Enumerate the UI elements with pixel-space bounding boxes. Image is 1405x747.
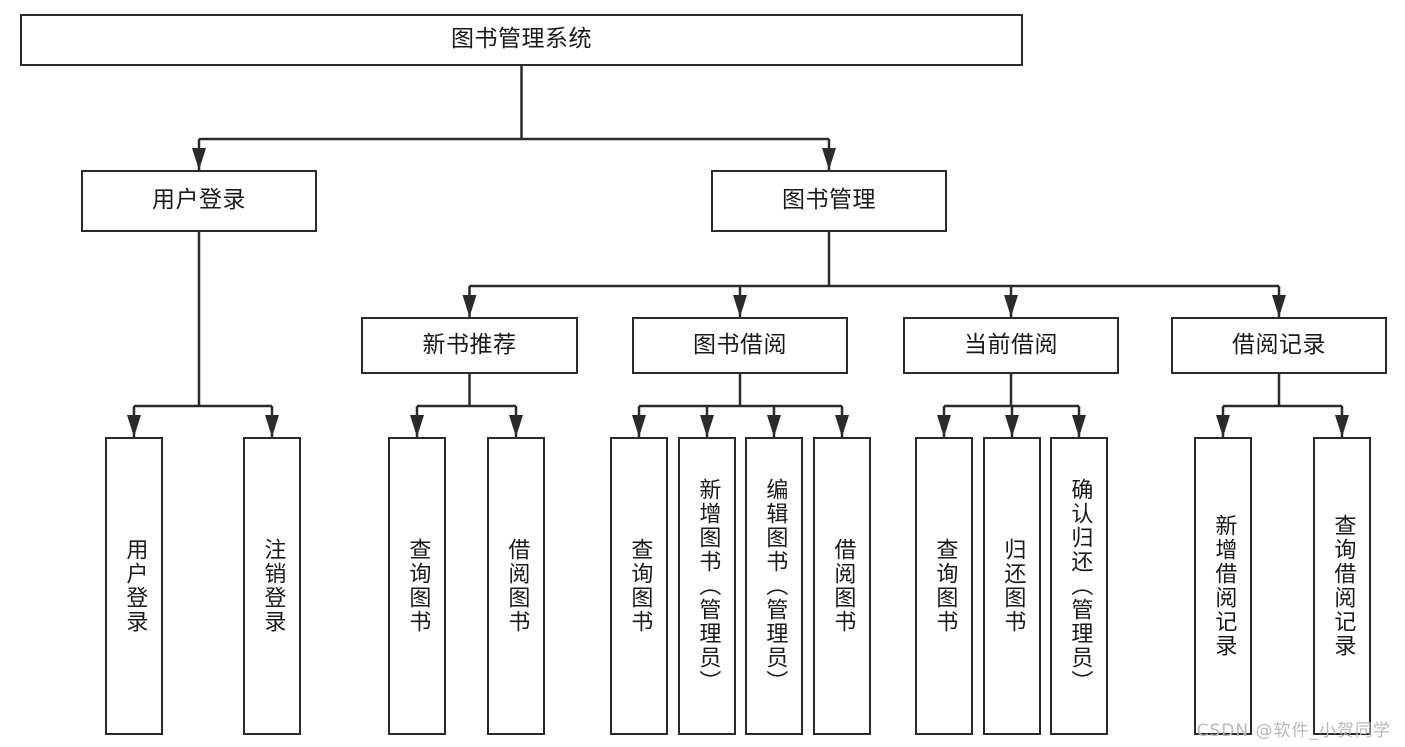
node-leaf-query-book-current[interactable]: 查询图书: [915, 437, 973, 735]
connector-arrowhead: [192, 148, 206, 170]
node-leaf-return-book[interactable]: 归还图书: [983, 437, 1041, 735]
node-label: 确认归还（管理员）: [1067, 478, 1093, 694]
node-label: 编辑图书（管理员）: [762, 478, 788, 694]
node-label: 用户登录: [122, 538, 148, 634]
connector-arrowhead: [1335, 415, 1349, 437]
node-leaf-logout[interactable]: 注销登录: [243, 437, 301, 735]
node-label: 注销登录: [260, 538, 286, 634]
node-leaf-add-book-admin[interactable]: 新增图书（管理员）: [678, 437, 736, 735]
connector-arrowhead: [509, 415, 523, 437]
node-label: 新增图书（管理员）: [695, 478, 721, 694]
node-label: 归还图书: [1000, 538, 1026, 634]
connector-arrowhead: [822, 148, 836, 170]
node-leaf-add-borrow-record[interactable]: 新增借阅记录: [1194, 437, 1252, 735]
watermark-label: CSDN @软件_小贺同学: [1196, 721, 1391, 741]
node-label: 查询图书: [932, 538, 958, 634]
node-leaf-edit-book-admin[interactable]: 编辑图书（管理员）: [745, 437, 803, 735]
node-book-manage[interactable]: 图书管理: [711, 170, 947, 232]
connector-arrowhead: [410, 415, 424, 437]
node-current-borrow[interactable]: 当前借阅: [903, 317, 1119, 374]
connector-arrowhead: [1004, 295, 1018, 317]
node-label: 借阅图书: [830, 538, 856, 634]
node-label: 图书管理: [782, 187, 876, 214]
node-label: 查询图书: [627, 538, 653, 634]
node-label: 借阅图书: [504, 538, 530, 634]
node-label: 查询借阅记录: [1330, 514, 1356, 658]
node-label: 新增借阅记录: [1211, 514, 1237, 658]
connector-arrowhead: [1072, 415, 1086, 437]
connector-arrowhead: [700, 415, 714, 437]
connector-arrowhead: [1272, 295, 1286, 317]
node-leaf-query-book-rec[interactable]: 查询图书: [388, 437, 446, 735]
node-label: 图书借阅: [693, 331, 787, 358]
node-label: 查询图书: [405, 538, 431, 634]
connector-arrowhead: [937, 415, 951, 437]
node-label: 借阅记录: [1232, 331, 1326, 358]
node-leaf-borrow-book-rec[interactable]: 借阅图书: [487, 437, 545, 735]
connector-arrowhead: [733, 295, 747, 317]
node-label: 当前借阅: [964, 331, 1058, 358]
node-borrow-record[interactable]: 借阅记录: [1171, 317, 1387, 374]
connector-arrowhead: [835, 415, 849, 437]
connector-arrowhead: [767, 415, 781, 437]
node-leaf-query-borrow-record[interactable]: 查询借阅记录: [1313, 437, 1371, 735]
connector-arrowhead: [1005, 415, 1019, 437]
connector-arrowhead: [1216, 415, 1230, 437]
connector-arrowhead: [265, 415, 279, 437]
node-root[interactable]: 图书管理系统: [20, 14, 1023, 66]
node-leaf-borrow-book[interactable]: 借阅图书: [813, 437, 871, 735]
connector-arrowhead: [127, 415, 141, 437]
connector-arrowhead: [632, 415, 646, 437]
node-label: 图书管理系统: [451, 26, 592, 53]
connector-arrowhead: [462, 295, 477, 317]
node-leaf-user-login[interactable]: 用户登录: [105, 437, 163, 735]
node-new-book-recommend[interactable]: 新书推荐: [361, 317, 578, 374]
node-label: 新书推荐: [422, 331, 517, 358]
node-book-borrow[interactable]: 图书借阅: [632, 317, 848, 374]
node-user-login[interactable]: 用户登录: [81, 170, 317, 232]
node-label: 用户登录: [152, 187, 246, 214]
node-leaf-confirm-return-admin[interactable]: 确认归还（管理员）: [1050, 437, 1108, 735]
node-leaf-query-book-borrow[interactable]: 查询图书: [610, 437, 668, 735]
